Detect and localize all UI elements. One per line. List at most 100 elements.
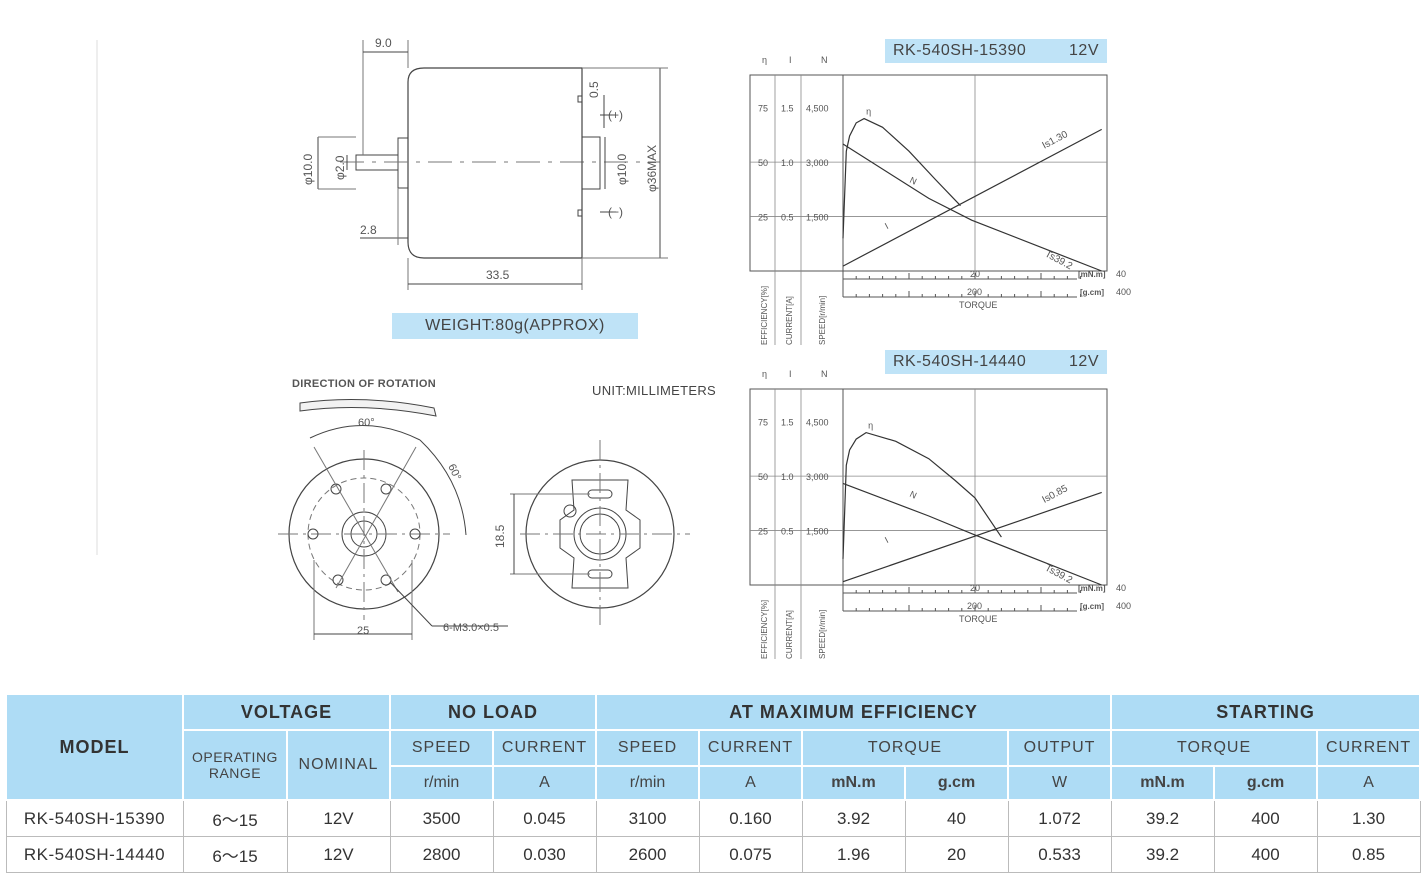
header-operating-range: OPERATING RANGE	[182, 729, 288, 801]
unit-rmin: r/min	[389, 765, 494, 801]
dim-boss-diameter: φ10.0	[301, 154, 315, 185]
cell-max-eff-torque-gcm: 40	[904, 799, 1009, 837]
axis-head-speed: N	[821, 369, 828, 379]
unit-a: A	[1316, 765, 1422, 801]
cell-model: RK-540SH-14440	[5, 836, 184, 873]
unit-label-gcm: [g.cm]	[1080, 288, 1104, 297]
cell-no-load-current: 0.045	[492, 799, 597, 837]
dim-angle-top: 60°	[358, 417, 375, 429]
tick-label-torque-gcm-end: 400	[1116, 287, 1131, 297]
unit-gcm: g.cm	[1213, 765, 1319, 801]
header-model: MODEL	[5, 693, 184, 801]
unit-mnm: mN.m	[1110, 765, 1216, 801]
unit-w: W	[1006, 765, 1113, 801]
unit-label-mnm: [mN.m]	[1078, 584, 1106, 593]
chart-voltage: 12V	[1069, 42, 1099, 59]
tick-label-efficiency: 50	[758, 158, 768, 168]
cell-no-load-speed: 2800	[389, 836, 494, 873]
cell-nominal: 12V	[286, 836, 391, 873]
tick-label-current: 0.5	[781, 527, 794, 537]
cell-max-eff-torque-mnm: 3.92	[801, 799, 906, 837]
curve-label-stall-torque: Ts39.2	[1043, 249, 1075, 273]
dim-minus-terminal: (−)	[608, 205, 623, 219]
axis-title-speed: SPEED[r/min]	[818, 296, 827, 345]
cell-operating-range: 6～15	[182, 799, 288, 837]
cell-max-eff-torque-gcm: 20	[904, 836, 1009, 873]
cell-max-eff-current: 0.075	[698, 836, 803, 873]
cell-starting-current: 0.85	[1316, 836, 1421, 873]
chart-frame	[749, 388, 1108, 586]
dim-hole-spacing: 25	[357, 625, 369, 637]
cell-nominal: 12V	[286, 799, 391, 837]
dim-boss-length: 2.8	[360, 223, 377, 237]
header-current: CURRENT	[492, 729, 597, 767]
axis-head-speed: N	[821, 55, 828, 65]
dim-plus-terminal: (+)	[608, 108, 623, 122]
header-starting: STARTING	[1110, 693, 1422, 731]
curve-label-speed: N	[908, 175, 918, 187]
header-current: CURRENT	[1316, 729, 1422, 767]
tick-label-speed: 3,000	[806, 472, 829, 482]
spec-table: MODEL VOLTAGE NO LOAD AT MAXIMUM EFFICIE…	[5, 693, 1422, 873]
chart-model: RK-540SH-15390	[893, 42, 1027, 59]
unit-label: UNIT:MILLIMETERS	[592, 383, 716, 398]
axis-head-efficiency: η	[762, 369, 767, 379]
tick-label-efficiency: 75	[758, 418, 768, 428]
cell-operating-range: 6～15	[182, 836, 288, 873]
tick-label-torque-mnm-end: 40	[1116, 269, 1126, 279]
chart-model: RK-540SH-14440	[893, 353, 1027, 370]
dim-angle-side: 60°	[445, 462, 463, 482]
cell-starting-current: 1.30	[1316, 799, 1421, 837]
header-speed: SPEED	[389, 729, 494, 767]
header-at-max-efficiency: AT MAXIMUM EFFICIENCY	[594, 693, 1113, 731]
tick-label-current: 0.5	[781, 213, 794, 223]
header-speed: SPEED	[595, 729, 700, 767]
header-output: OUTPUT	[1006, 729, 1113, 767]
weight-label: WEIGHT:80g(APPROX)	[392, 313, 638, 339]
tick-label-efficiency: 25	[758, 527, 768, 537]
current-curve	[842, 491, 1102, 583]
header-nominal: NOMINAL	[286, 729, 391, 801]
direction-label: DIRECTION OF ROTATION	[292, 378, 436, 390]
dim-body-diameter: φ36MAX	[645, 145, 659, 192]
tick-label-torque-mnm: 20	[970, 269, 980, 279]
axis-title-current: CURRENT[A]	[785, 610, 794, 659]
cell-starting-torque-mnm: 39.2	[1110, 836, 1215, 873]
cell-starting-torque-gcm: 400	[1213, 799, 1318, 837]
speed-curve	[842, 482, 1102, 586]
tick-label-torque-gcm: 200	[967, 601, 982, 611]
chart-voltage: 12V	[1069, 353, 1099, 370]
dim-body-length: 33.5	[486, 268, 510, 282]
axis-title-efficiency: EFFICIENCY[%]	[760, 286, 769, 345]
tick-label-torque-mnm: 20	[970, 583, 980, 593]
curve-label-stall-current: Is0.85	[1041, 483, 1071, 506]
efficiency-curve	[842, 117, 961, 239]
header-torque: TORQUE	[801, 729, 1009, 767]
tick-label-current: 1.0	[781, 158, 794, 168]
dim-rear-boss-diameter: φ10.0	[615, 154, 629, 185]
tick-label-speed: 1,500	[806, 213, 829, 223]
speed-curve	[842, 143, 1102, 272]
axis-title-current: CURRENT[A]	[785, 296, 794, 345]
cell-starting-torque-gcm: 400	[1213, 836, 1318, 873]
tick-label-current: 1.5	[781, 104, 794, 114]
axis-head-current: I	[789, 55, 792, 65]
chart-frame	[749, 74, 1108, 272]
header-torque: TORQUE	[1110, 729, 1319, 767]
dim-screw-holes: 6-M3.0×0.5	[443, 622, 499, 634]
axis-title-speed: SPEED[r/min]	[818, 610, 827, 659]
header-current: CURRENT	[698, 729, 803, 767]
unit-a: A	[492, 765, 597, 801]
chart-title-14440: RK-540SH-14440 12V	[885, 350, 1107, 374]
unit-gcm: g.cm	[904, 765, 1009, 801]
cell-model: RK-540SH-15390	[5, 799, 184, 837]
unit-label-gcm: [g.cm]	[1080, 602, 1104, 611]
tick-label-current: 1.0	[781, 472, 794, 482]
axis-head-efficiency: η	[762, 55, 767, 65]
tick-label-speed: 4,500	[806, 418, 829, 428]
cell-no-load-current: 0.030	[492, 836, 597, 873]
cell-starting-torque-mnm: 39.2	[1110, 799, 1215, 837]
curve-label-efficiency: η	[866, 107, 871, 117]
table-row: RK-540SH-15390 6～15 12V 3500 0.045 3100 …	[5, 799, 1421, 837]
